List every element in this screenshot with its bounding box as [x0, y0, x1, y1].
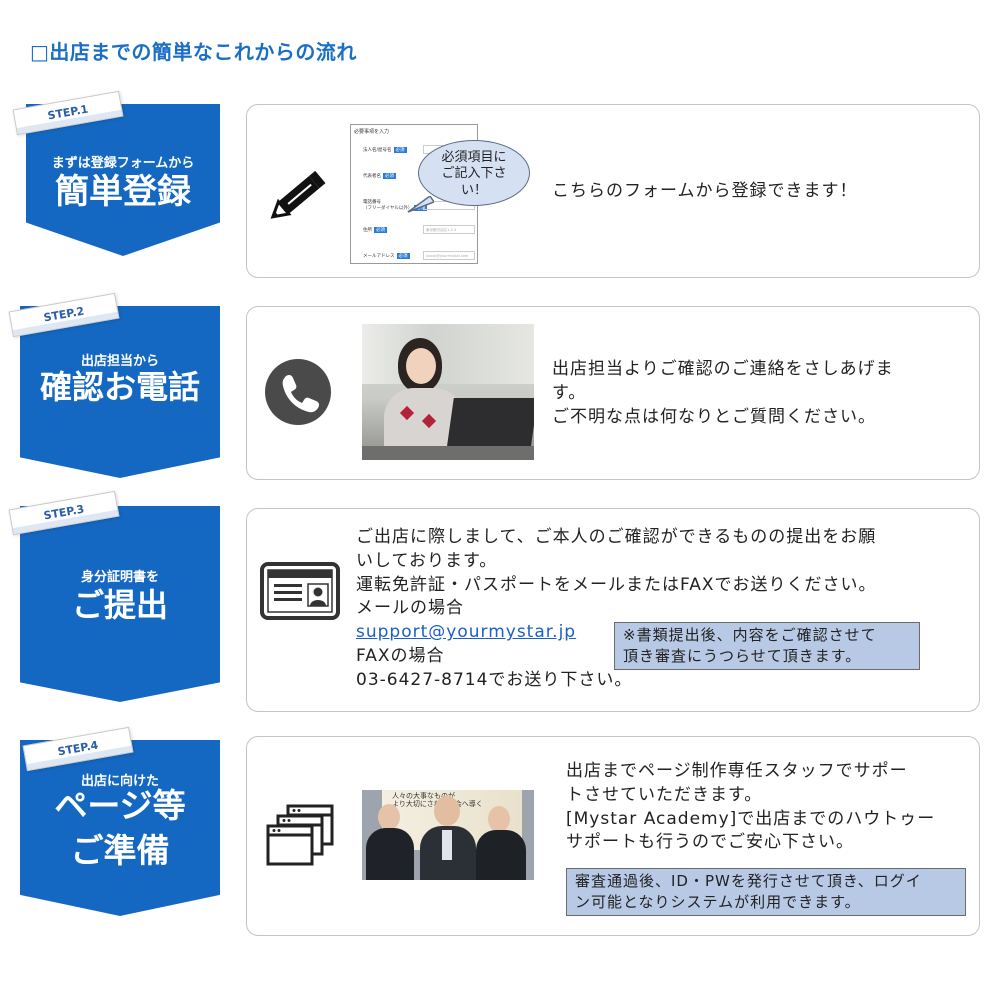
support-email-link[interactable]: support@yourmystar.jp: [356, 622, 577, 643]
form-preview-title: 必要事項を入力: [354, 129, 390, 135]
text-line: す。: [552, 382, 587, 403]
form-row-label: （フリーダイヤル以外）: [363, 206, 413, 211]
text-line: 運転免許証・パスポートをメールまたはFAXでお送りください。: [356, 574, 877, 595]
step1-text: こちらのフォームから登録できます！: [552, 181, 858, 201]
step3-card: [246, 508, 980, 712]
required-badge: 必須: [396, 253, 410, 259]
form-field: 東京都渋谷区1-2-3: [423, 225, 475, 234]
required-badge: 必須: [414, 205, 428, 211]
form-row-label: 代表者名: [363, 174, 381, 179]
step3-text: ご出店に際しまして、ご本人のご確認ができるものの提出をお願 いしております。 運…: [356, 526, 877, 693]
form-row-label: 電話番号: [363, 200, 381, 205]
text-line: 出店担当よりご確認のご連絡をさしあげま: [552, 359, 894, 379]
step4-text: 出店までページ制作専任スタッフでサポー トさせていただきます。 [Mystar …: [566, 760, 935, 855]
step3-note: ※書類提出後、内容をご確認させて 頂き審査にうつらせて頂きます。: [614, 622, 920, 670]
id-card-icon: [260, 562, 340, 620]
fax-number-line: 03-6427-8714でお送り下さい。: [356, 669, 633, 690]
step4-note: 審査通過後、ID・PWを発行させて頂き、ログイ ン可能となりシステムが利用できま…: [566, 868, 966, 916]
step1-badge: まずは登録フォームから 簡単登録: [26, 104, 220, 256]
browser-windows-icon: [266, 804, 334, 866]
step4-badge: 出店に向けた ページ等 ご準備: [20, 740, 220, 916]
title-line: ご準備: [70, 830, 170, 870]
text-line: ご不明な点は何なりとご質問ください。: [552, 406, 876, 427]
bubble-line: ご記入下さ: [441, 166, 507, 182]
text-line: [Mystar Academy]で出店までのハウトゥー: [566, 808, 936, 829]
staff-phone-photo: [362, 324, 534, 460]
note-line: 頂き審査にうつらせて頂きます。: [623, 647, 862, 665]
note-line: 審査通過後、ID・PWを発行させて頂き、ログイ: [575, 872, 922, 890]
step2-text: 出店担当よりご確認のご連絡をさしあげま す。 ご不明な点は何なりとご質問ください…: [552, 358, 894, 429]
form-row-label: 住所: [363, 228, 372, 233]
phone-icon: [265, 359, 331, 425]
form-field: xxxxx@yourmystar.com: [423, 251, 475, 260]
step1-subtitle: まずは登録フォームから: [51, 156, 195, 171]
photo-banner-line: 人々の大事なものが: [392, 792, 455, 800]
pencil-icon: [270, 170, 326, 219]
step4-subtitle: 出店に向けた: [80, 774, 159, 789]
step2-badge: 出店担当から 確認お電話: [20, 306, 220, 478]
note-line: ※書類提出後、内容をご確認させて: [623, 626, 877, 644]
required-badge: 必須: [374, 227, 387, 233]
staff-group-photo: 人々の大事なものが より大切にされる社会へ導く: [362, 790, 534, 880]
text-line: メールの場合: [356, 598, 464, 619]
step2-subtitle: 出店担当から: [80, 354, 159, 369]
step1-title: 簡単登録: [55, 172, 191, 212]
step3-badge: 身分証明書を ご提出: [20, 506, 220, 702]
text-line: ご出店に際しまして、ご本人のご確認ができるものの提出をお願: [356, 527, 877, 547]
page-title: □出店までの簡単なこれからの流れ: [30, 40, 357, 64]
required-badge: 必須: [383, 173, 396, 179]
text-line: サポートも行うのでご安心下さい。: [566, 832, 854, 853]
bubble-line: い！: [460, 182, 487, 198]
form-row-label: 法人名/屋号名: [363, 148, 392, 153]
step3-title: ご提出: [71, 586, 168, 624]
fax-label: FAXの場合: [356, 645, 445, 666]
bubble-line: 必須項目に: [441, 150, 507, 165]
speech-bubble: 必須項目に ご記入下さ い！: [418, 140, 530, 206]
form-row-label: メールアドレス: [363, 254, 395, 259]
step2-title: 確認お電話: [39, 368, 200, 406]
step4-title: ページ等 ご準備: [20, 784, 220, 873]
text-line: いしております。: [356, 550, 498, 571]
text-line: 出店までページ制作専任スタッフでサポー: [566, 761, 908, 781]
bubble-tail: [407, 196, 434, 213]
title-line: ページ等: [54, 786, 186, 825]
text-line: トさせていただきます。: [566, 784, 763, 805]
step3-subtitle: 身分証明書を: [80, 570, 159, 585]
note-line: ン可能となりシステムが利用できます。: [575, 893, 861, 911]
required-badge: 必須: [393, 147, 407, 153]
